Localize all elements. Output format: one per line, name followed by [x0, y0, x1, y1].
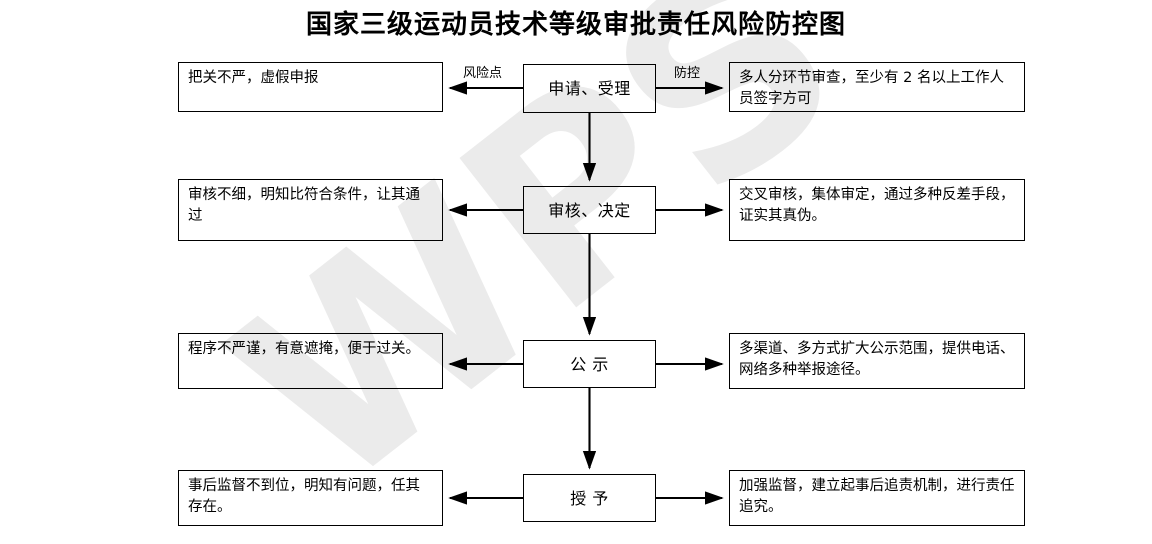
risk-box-review: 审核不细，明知比符合条件，让其通过	[178, 179, 443, 241]
control-text-grant: 加强监督，建立起事后追责机制，进行责任追究。	[739, 478, 1015, 515]
process-box-publicize[interactable]: 公 示	[523, 340, 656, 388]
risk-text-apply: 把关不严，虚假申报	[188, 70, 319, 86]
control-box-apply: 多人分环节审查，至少有 2 名以上工作人员签字方可	[729, 62, 1025, 112]
risk-text-review: 审核不细，明知比符合条件，让其通过	[188, 187, 420, 224]
process-box-grant[interactable]: 授 予	[523, 474, 656, 522]
risk-text-grant: 事后监督不到位，明知有问题，任其存在。	[188, 478, 420, 515]
process-text-grant: 授 予	[570, 488, 609, 508]
risk-box-publicize: 程序不严谨，有意遮掩，便于过关。	[178, 333, 443, 389]
edge-label-control: 防控	[674, 66, 701, 81]
process-box-review[interactable]: 审核、决定	[523, 186, 656, 234]
process-text-review: 审核、决定	[548, 200, 631, 220]
risk-box-grant: 事后监督不到位，明知有问题，任其存在。	[178, 470, 443, 526]
page-title: 国家三级运动员技术等级审批责任风险防控图	[305, 10, 846, 40]
control-box-grant: 加强监督，建立起事后追责机制，进行责任追究。	[729, 470, 1025, 526]
process-text-publicize: 公 示	[570, 354, 609, 374]
process-box-apply[interactable]: 申请、受理	[523, 64, 656, 113]
control-box-publicize: 多渠道、多方式扩大公示范围，提供电话、网络多种举报途径。	[729, 333, 1025, 389]
process-text-apply: 申请、受理	[548, 79, 631, 98]
control-text-publicize: 多渠道、多方式扩大公示范围，提供电话、网络多种举报途径。	[739, 341, 1015, 378]
risk-box-apply: 把关不严，虚假申报	[178, 62, 443, 112]
control-text-review: 交叉审核，集体审定，通过多种反差手段，证实其真伪。	[739, 187, 1015, 224]
risk-text-publicize: 程序不严谨，有意遮掩，便于过关。	[188, 341, 420, 357]
control-text-apply: 多人分环节审查，至少有 2 名以上工作人员签字方可	[739, 70, 1004, 107]
control-box-review: 交叉审核，集体审定，通过多种反差手段，证实其真伪。	[729, 179, 1025, 241]
edge-label-risk: 风险点	[463, 66, 503, 81]
